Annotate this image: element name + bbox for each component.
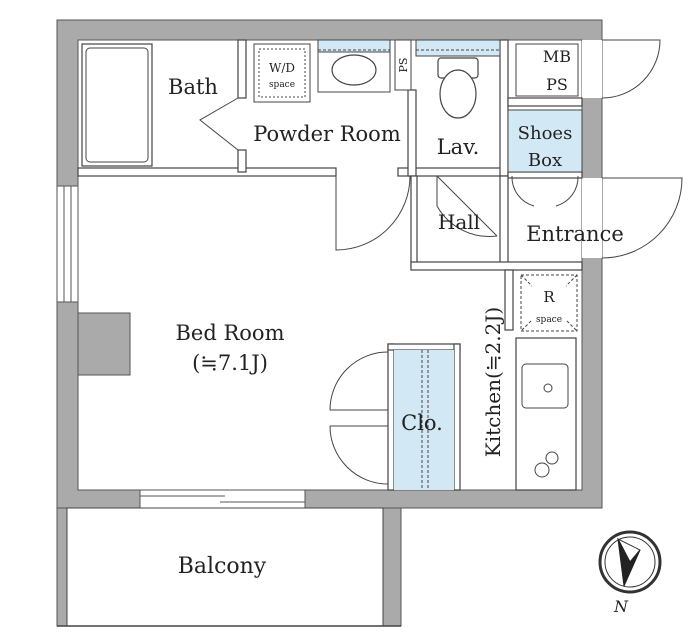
wd-space-label-top: W/D	[269, 61, 295, 75]
shoes-box-label-top: Shoes	[518, 123, 573, 144]
balcony-area	[57, 507, 401, 627]
interior-walls	[77, 39, 583, 491]
compass-north-label: N	[613, 597, 629, 616]
room-labels: Bath W/D space PS Powder Room Lav. MB PS…	[168, 47, 624, 579]
doors	[199, 39, 683, 485]
mb-label-top: MB	[543, 47, 571, 66]
powder-room-label: Powder Room	[253, 122, 401, 146]
exterior-walls	[56, 19, 603, 627]
ps-small-label: PS	[397, 58, 410, 73]
windows	[56, 40, 602, 509]
bath-label: Bath	[168, 75, 218, 99]
meter-box	[515, 43, 579, 97]
shoes-box	[507, 109, 583, 173]
toilet	[415, 39, 501, 119]
closet-label: Clo.	[401, 411, 443, 435]
washer-dryer-space	[253, 43, 311, 103]
north-compass: N	[598, 530, 662, 616]
entrance-label: Entrance	[526, 222, 624, 246]
r-space-label-bottom: space	[536, 315, 562, 325]
refrigerator-space	[520, 274, 578, 332]
balcony-label: Balcony	[178, 554, 267, 579]
shoes-box-label-bottom: Box	[528, 150, 562, 171]
closet	[394, 350, 454, 490]
r-space-label-top: R	[543, 288, 555, 306]
hall-label: Hall	[438, 210, 480, 234]
kitchen-label: Kitchen(≒2.2J)	[481, 307, 505, 457]
powder-sink	[317, 39, 391, 93]
kitchen-counter	[515, 337, 577, 491]
mb-label-bottom: PS	[546, 75, 568, 94]
bedroom-size-label: (≒7.1J)	[192, 351, 268, 375]
lav-label: Lav.	[437, 135, 480, 159]
bathtub	[81, 43, 153, 167]
bedroom-label: Bed Room	[176, 321, 285, 345]
wd-space-label-bottom: space	[269, 80, 295, 90]
pipe-shaft-small	[394, 39, 412, 91]
